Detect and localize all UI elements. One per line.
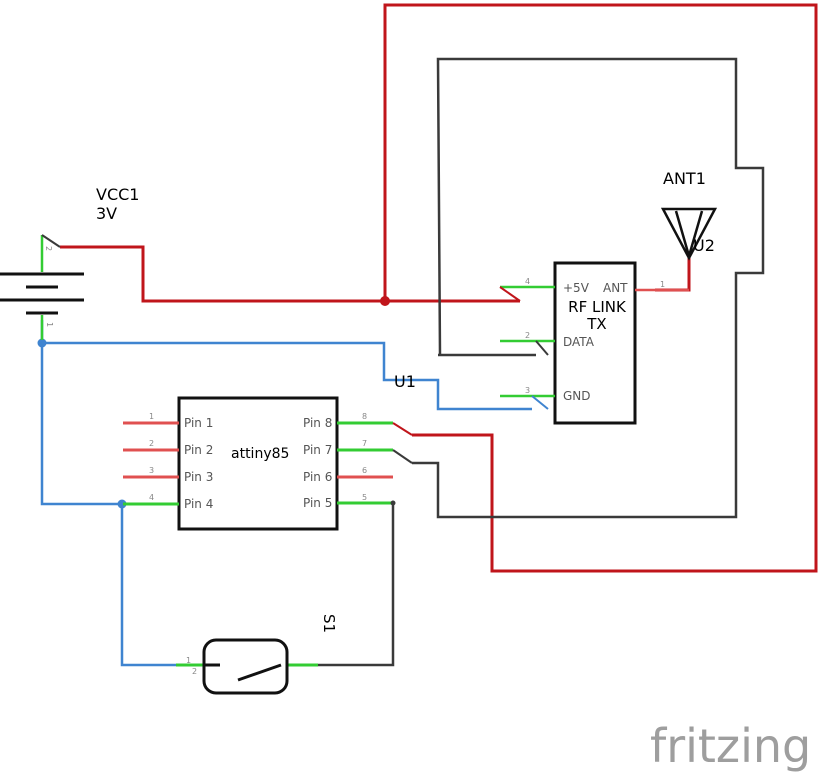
rf-pin-gnd-number: 3	[525, 386, 530, 395]
antenna-ant1[interactable]: ANT1 U2	[660, 169, 718, 261]
attiny-pin1-label: Pin 1	[184, 416, 213, 430]
antenna-icon	[660, 207, 718, 261]
wire-vcc-to-junction[interactable]	[60, 245, 520, 303]
rf-pin-data-stub	[535, 340, 549, 356]
battery-pin-top-number: 2	[44, 246, 53, 251]
fritzing-logo-icon: fritzing	[650, 719, 811, 773]
rf-module-title-line1: RF LINK	[568, 298, 627, 316]
rf-module-title-line2: TX	[586, 315, 606, 333]
wire-pin5-to-switch[interactable]	[318, 503, 395, 667]
switch-pin-b-number: 2	[192, 667, 197, 676]
attiny-pin5-number: 5	[362, 493, 367, 502]
rf-pin-vcc-number: 4	[525, 277, 530, 286]
antenna-name-label: ANT1	[663, 169, 706, 188]
wire-data-loop[interactable]	[412, 57, 765, 519]
fritzing-watermark: fritzing	[650, 719, 811, 773]
wire-pin4-to-switch[interactable]	[120, 504, 176, 667]
blue-wire-network	[40, 320, 532, 667]
attiny-pin4-number: 4	[149, 493, 154, 502]
attiny85-chip[interactable]: attiny85 1 2 3 4 Pin 1 Pin 2 Pin 3 Pin 4…	[123, 396, 413, 531]
rf-pin-ant-number: 1	[660, 280, 665, 289]
rf-pin-ant-label: ANT	[603, 281, 628, 295]
battery-name-label: VCC1	[96, 185, 139, 204]
attiny-pin3-label: Pin 3	[184, 470, 213, 484]
attiny-body	[177, 396, 339, 531]
rf-module-body	[553, 261, 637, 425]
gnd-junction-dot-top	[37, 338, 47, 348]
rf-pin-vcc-stub	[499, 286, 521, 302]
rf-pin-vcc-label: +5V	[563, 281, 590, 295]
attiny-pin8-number: 8	[362, 412, 367, 421]
attiny-pin2-number: 2	[149, 439, 154, 448]
attiny-pin5-label: Pin 5	[303, 496, 332, 510]
rf-link-tx-module[interactable]: 4 2 3 1 +5V ANT DATA GND RF LINK TX U1	[394, 261, 689, 425]
rf-pin-data-number: 2	[525, 331, 530, 340]
attiny-pin2-label: Pin 2	[184, 443, 213, 457]
wire-gnd-rail[interactable]	[40, 320, 122, 506]
attiny-pin8-stub	[392, 422, 413, 436]
switch-lever	[237, 663, 282, 682]
attiny-pin1-number: 1	[149, 412, 154, 421]
rf-module-name-label: U1	[394, 372, 416, 391]
black-wire-network	[318, 57, 765, 667]
attiny-pin8-label: Pin 8	[303, 416, 332, 430]
attiny-label: attiny85	[231, 446, 289, 462]
gnd-junction-dot-pin4	[117, 499, 127, 509]
attiny-pin3-number: 3	[149, 466, 154, 475]
attiny-pin6-label: Pin 6	[303, 470, 332, 484]
switch-name-label: S1	[320, 614, 338, 633]
battery-value-label: 3V	[96, 204, 117, 223]
attiny-pin5-junction	[390, 500, 396, 506]
rf-pin-gnd-label: GND	[563, 389, 591, 403]
attiny-pin4-label: Pin 4	[184, 497, 213, 511]
switch-pin-a-number: 1	[186, 656, 191, 665]
battery-vcc1[interactable]: 2 1 VCC1 3V	[0, 185, 139, 340]
battery-pin-bottom-number: 1	[45, 322, 54, 327]
attiny-pin7-label: Pin 7	[303, 443, 332, 457]
rf-pin-gnd-stub	[531, 395, 549, 410]
pushbutton-switch-s1[interactable]: 1 2 S1	[176, 614, 338, 695]
battery-top-lead-stub	[41, 234, 61, 248]
attiny-pin7-stub	[392, 449, 413, 464]
attiny-pin6-number: 6	[362, 466, 367, 475]
wire-gnd-to-rf[interactable]	[42, 341, 532, 411]
u2-name-label: U2	[693, 236, 715, 255]
rf-pin-data-label: DATA	[563, 335, 595, 349]
wire-junction-to-top-loop[interactable]	[383, 3, 818, 573]
wire-junction-dot	[380, 296, 390, 306]
attiny-pin7-number: 7	[362, 439, 367, 448]
